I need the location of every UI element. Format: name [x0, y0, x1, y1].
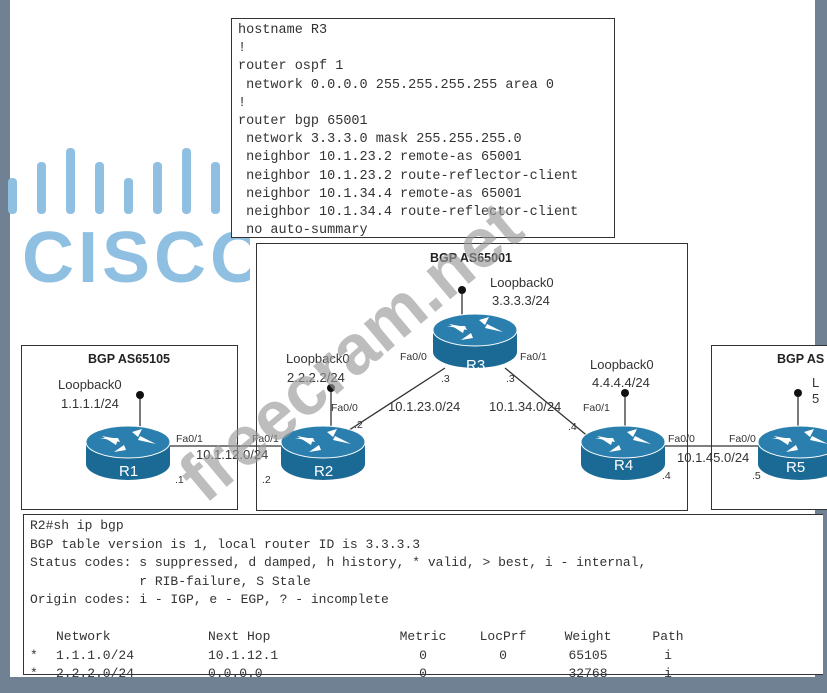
r5-loopback-label: L — [812, 375, 819, 390]
config-text: hostname R3!router ospf 1 network 0.0.0.… — [238, 23, 579, 239]
r1-loopback-ip: 1.1.1.1/24 — [61, 396, 119, 411]
router-r2-label: R2 — [314, 463, 333, 480]
logo-text: CISCO — [22, 218, 250, 290]
r2-host-r3: .2 — [354, 419, 363, 431]
r5-if-r4: Fa0/0 — [729, 433, 756, 445]
router-r5[interactable]: R5 — [757, 425, 827, 481]
r3-if-r2: Fa0/0 — [400, 351, 427, 363]
r4-loopback-ip: 4.4.4.4/24 — [592, 375, 650, 390]
r3-host-r2: .3 — [441, 373, 450, 385]
r2-if-r3: Fa0/0 — [331, 402, 358, 414]
r3-if-r4: Fa0/1 — [520, 351, 547, 363]
router-r1[interactable]: R1 — [85, 425, 171, 481]
router-r5-label: R5 — [786, 459, 805, 476]
link-r2-r3 — [339, 367, 446, 437]
r1r2-subnet: 10.1.12.0/24 — [196, 447, 268, 462]
r1-host: .1 — [175, 474, 184, 486]
r3-config-box: hostname R3!router ospf 1 network 0.0.0.… — [231, 18, 615, 238]
router-r2[interactable]: R2 — [280, 425, 366, 481]
r4r5-subnet: 10.1.45.0/24 — [677, 450, 749, 465]
r3-host-r4: .3 — [506, 373, 515, 385]
r3-loopback-ip: 3.3.3.3/24 — [492, 293, 550, 308]
router-r4-label: R4 — [614, 457, 633, 474]
router-r1-label: R1 — [119, 463, 138, 480]
as65001-title: BGP AS65001 — [430, 251, 512, 265]
r5-loopback-ip: 5 — [812, 391, 819, 406]
router-r4[interactable]: R4 — [580, 425, 666, 481]
router-r3-label: R3 — [466, 357, 485, 374]
cisco-logo: CISCO — [8, 148, 250, 290]
r4-loopback-label: Loopback0 — [590, 357, 654, 372]
as65105-title: BGP AS65105 — [88, 352, 170, 366]
r2-host-r1: .2 — [262, 474, 271, 486]
as5-title: BGP AS — [777, 352, 824, 366]
r2r3-subnet: 10.1.23.0/24 — [388, 399, 460, 414]
r4-host-r3: .4 — [568, 421, 577, 433]
r2-loopback-label: Loopback0 — [286, 351, 350, 366]
r5-host-r4: .5 — [752, 470, 761, 482]
r3-loopback-label: Loopback0 — [490, 275, 554, 290]
r1-loopback-label: Loopback0 — [58, 377, 122, 392]
r3r4-subnet: 10.1.34.0/24 — [489, 399, 561, 414]
r4-if-r3: Fa0/1 — [583, 402, 610, 414]
r2-if-r1: Fa0/1 — [252, 433, 279, 445]
link-r3-r4 — [504, 367, 591, 439]
r2-loopback-ip: 2.2.2.2/24 — [287, 370, 345, 385]
r4-host-r5: .4 — [662, 470, 671, 482]
r1-if: Fa0/1 — [176, 433, 203, 445]
r4-if-r5: Fa0/0 — [668, 433, 695, 445]
router-r3[interactable]: R3 — [432, 313, 518, 374]
